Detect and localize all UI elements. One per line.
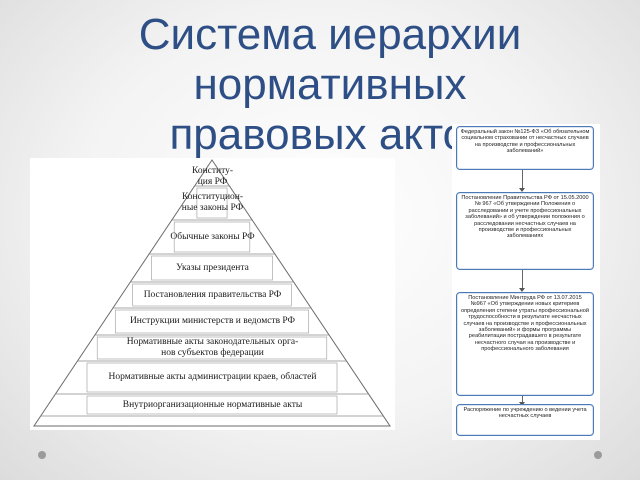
pyramid-level-box-5	[132, 283, 292, 307]
pyramid-level-label: Инструкции министерств и ведомств РФ	[129, 316, 296, 326]
pyramid-level-8: Нормативные акты администрации краев, об…	[30, 372, 395, 383]
pyramid-level-label: Конститу- ция РФ	[191, 166, 234, 187]
flow-box-4: Распоряжение по учреждению о ведении уче…	[456, 404, 594, 436]
title-line-1: Система иерархии	[138, 10, 522, 59]
pyramid-level-label: Обычные законы РФ	[170, 231, 255, 242]
pyramid-level-label: Указы президента	[176, 262, 249, 273]
pyramid-level-7: Нормативные акты законодательных орга- н…	[30, 337, 395, 359]
pyramid-level-label: Нормативные акты администрации краев, об…	[108, 372, 317, 382]
pyramid-level-box-9	[86, 395, 338, 415]
pyramid-level-box-6	[114, 309, 310, 334]
pyramid-level-box-7	[96, 336, 328, 360]
pyramid-level-1: Конститу- ция РФ	[30, 166, 395, 188]
flow-box-2: Постановление Правительства РФ от 15.05.…	[456, 192, 594, 270]
pyramid-level-5: Постановления правительства РФ	[30, 290, 395, 301]
pyramid-level-label: Постановления правительства РФ	[143, 289, 282, 300]
pyramid-level-box-8	[86, 362, 338, 393]
pyramid-level-label: Конституцион- ные законы РФ	[181, 192, 244, 213]
pyramid-level-label: Нормативные акты законодательных орга- н…	[126, 337, 299, 358]
flow-box-3: Постановление Минтруда РФ от 13.07.2015 …	[456, 292, 594, 396]
pyramid-level-box-2	[196, 187, 228, 219]
next-slide-dot[interactable]	[594, 451, 602, 459]
pyramid-level-9: Внутриорганизационные нормативные акты	[30, 400, 395, 411]
title-line-3: правовых актов	[169, 110, 491, 159]
slide-title: Система иерархии нормативных правовых ак…	[60, 10, 600, 160]
pyramid-level-box-4	[151, 255, 273, 281]
prev-slide-dot[interactable]	[38, 451, 46, 459]
regulation-flowchart: Федеральный закон №125-ФЗ «Об обязательн…	[452, 124, 600, 440]
pyramid-level-box-3	[173, 221, 251, 253]
flow-box-1: Федеральный закон №125-ФЗ «Об обязательн…	[456, 126, 594, 170]
hierarchy-pyramid: Конститу- ция РФ Конституцион- ные законы…	[30, 158, 395, 430]
title-line-2: нормативных	[193, 60, 467, 109]
pyramid-level-2: Конституцион- ные законы РФ	[30, 192, 395, 214]
pyramid-level-label: Внутриорганизационные нормативные акты	[122, 399, 303, 410]
pyramid-level-3: Обычные законы РФ	[30, 232, 395, 243]
pyramid-graphic	[33, 159, 391, 427]
pyramid-level-6: Инструкции министерств и ведомств РФ	[30, 316, 395, 327]
pyramid-level-4: Указы президента	[30, 263, 395, 274]
